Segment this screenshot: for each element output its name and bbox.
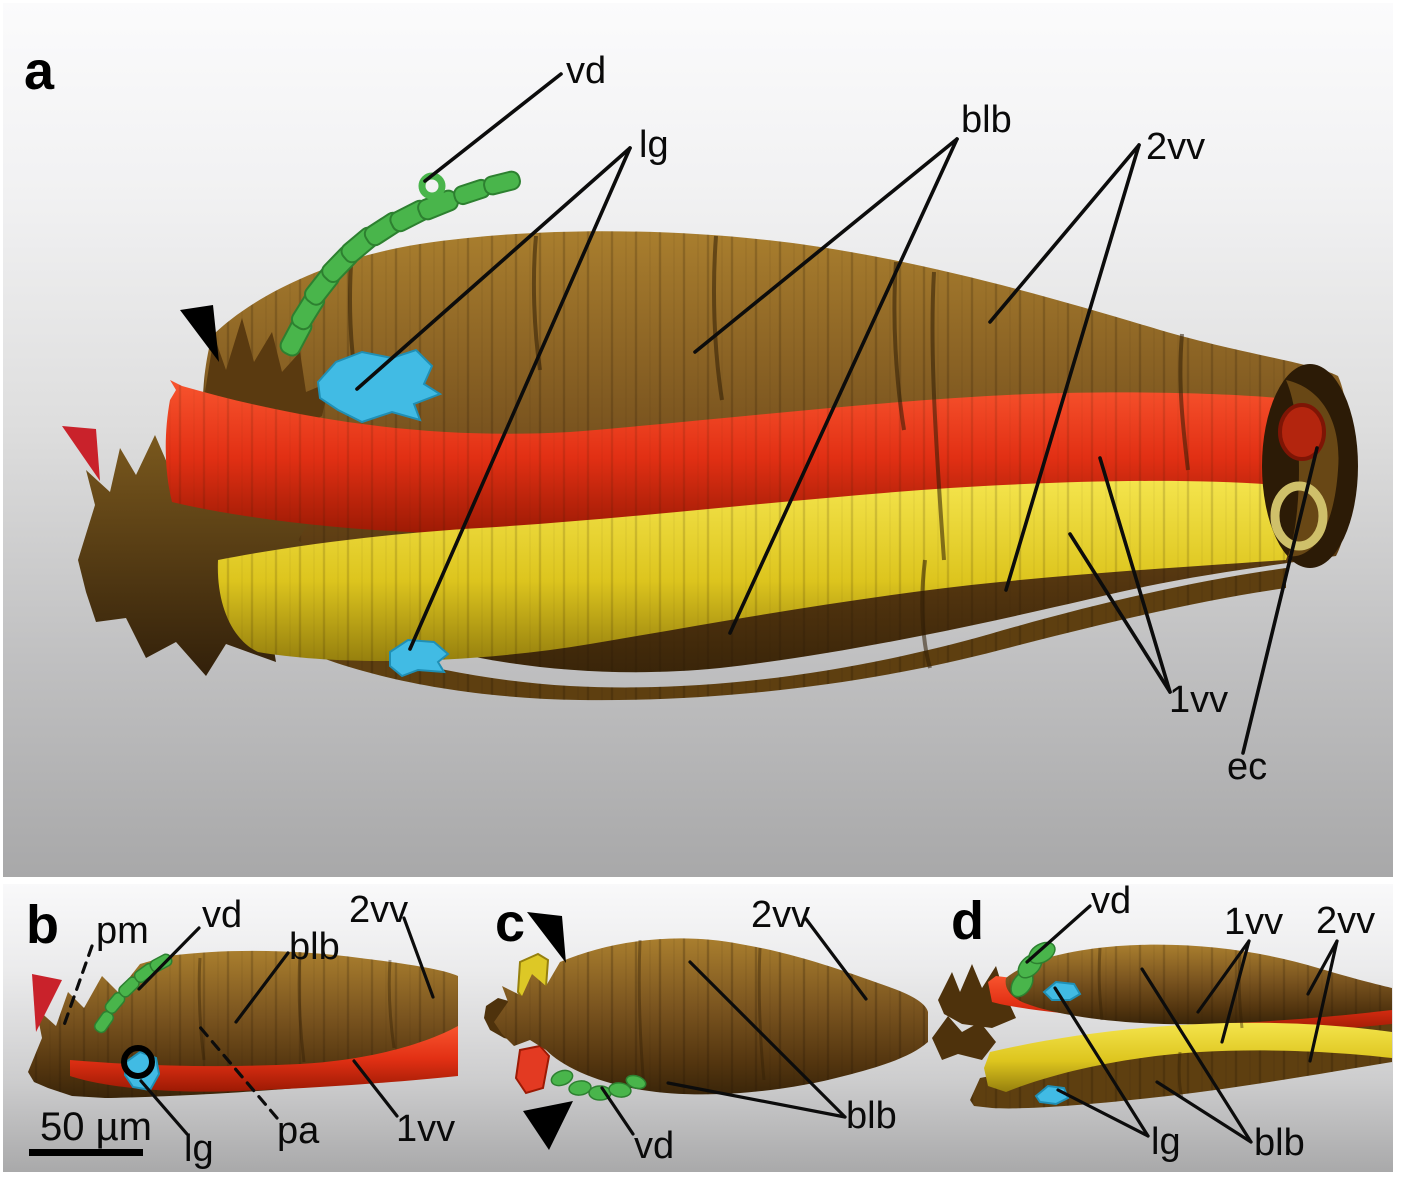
panel-letter-d: d: [951, 891, 984, 951]
panel-letter-c: c: [495, 893, 526, 953]
label-vd-d: vd: [1091, 880, 1132, 922]
label-pa-b: pa: [277, 1110, 320, 1152]
label-1vv-b: 1vv: [396, 1108, 456, 1150]
panel-letter-b: b: [26, 895, 59, 955]
panel-letter-a: a: [24, 41, 55, 101]
label-blb-a: blb: [961, 99, 1012, 141]
label-2vv-c: 2vv: [751, 894, 811, 936]
label-blb-b: blb: [289, 926, 340, 968]
scale-bar-label: 50 µm: [40, 1105, 152, 1149]
label-1vv-d: 1vv: [1224, 901, 1284, 943]
label-1vv-a: 1vv: [1169, 679, 1229, 721]
label-blb-d: blb: [1254, 1122, 1305, 1164]
label-lg-d: lg: [1151, 1121, 1181, 1163]
label-vd-c: vd: [634, 1125, 675, 1167]
label-lg-a: lg: [639, 124, 669, 166]
label-2vv-a: 2vv: [1146, 126, 1206, 168]
label-vd-a: vd: [566, 50, 607, 92]
label-2vv-d: 2vv: [1316, 900, 1376, 942]
label-pm-b: pm: [96, 910, 149, 952]
label-2vv-b: 2vv: [349, 889, 409, 931]
label-vd-b: vd: [202, 894, 243, 936]
label-blb-c: blb: [846, 1095, 897, 1137]
label-ec-a: ec: [1227, 746, 1268, 788]
label-lg-b: lg: [184, 1128, 214, 1170]
